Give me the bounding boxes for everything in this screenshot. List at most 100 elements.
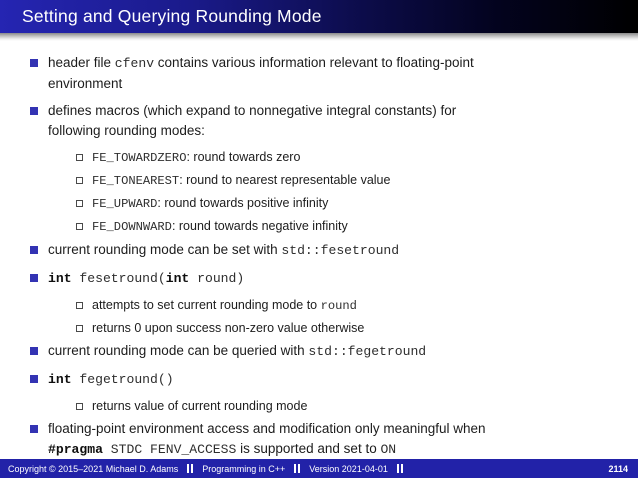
bullet-square-icon	[30, 59, 38, 67]
bullet-item: header file cfenv contains various infor…	[30, 53, 626, 94]
text-line: current rounding mode can be set with st…	[48, 240, 399, 261]
text-segment: current rounding mode can be set with	[48, 242, 282, 257]
text-segment: : round towards zero	[186, 150, 301, 164]
bullet-square-icon	[30, 347, 38, 355]
item-text: defines macros (which expand to nonnegat…	[48, 101, 456, 141]
text-segment: current rounding mode can be queried wit…	[48, 343, 309, 358]
text-line: FE_TOWARDZERO: round towards zero	[92, 148, 300, 168]
bullet-item: current rounding mode can be set with st…	[30, 240, 626, 261]
text-line: int fesetround(int round)	[48, 268, 244, 289]
subbullet-square-icon	[76, 403, 83, 410]
text-segment: returns value of current rounding mode	[92, 399, 308, 413]
slide-body: header file cfenv contains various infor…	[0, 41, 638, 460]
subbullet-square-icon	[76, 177, 83, 184]
text-line: current rounding mode can be queried wit…	[48, 341, 426, 362]
text-segment: FE_DOWNWARD	[92, 220, 172, 234]
text-segment: FE_UPWARD	[92, 197, 158, 211]
text-line: #pragma STDC FENV_ACCESS is supported an…	[48, 439, 486, 460]
text-segment: round)	[189, 271, 245, 286]
item-text: current rounding mode can be set with st…	[48, 240, 399, 261]
item-text: FE_UPWARD: round towards positive infini…	[92, 194, 328, 214]
subbullet-item: attempts to set current rounding mode to…	[76, 296, 626, 316]
text-line: attempts to set current rounding mode to…	[92, 296, 357, 316]
text-segment: header file	[48, 55, 115, 70]
text-segment: floating-point environment access and mo…	[48, 421, 486, 436]
subbullet-item: returns value of current rounding mode	[76, 397, 626, 416]
text-segment: returns 0 upon success non-zero value ot…	[92, 321, 365, 335]
text-line: returns 0 upon success non-zero value ot…	[92, 319, 364, 338]
text-line: environment	[48, 74, 474, 94]
text-segment: cfenv	[114, 56, 155, 71]
page-number: 2114	[608, 463, 628, 474]
text-segment: int	[48, 372, 72, 387]
item-text: FE_TOWARDZERO: round towards zero	[92, 148, 300, 168]
text-segment: #pragma	[48, 442, 103, 457]
text-segment: std::fesetround	[281, 243, 400, 258]
item-text: attempts to set current rounding mode to…	[92, 296, 357, 316]
text-line: floating-point environment access and mo…	[48, 419, 486, 439]
text-segment: round	[320, 299, 357, 313]
bullet-square-icon	[30, 246, 38, 254]
item-text: int fegetround()	[48, 369, 174, 390]
bullet-item: int fesetround(int round)	[30, 268, 626, 289]
double-bar-separator-icon	[396, 464, 403, 473]
text-segment: environment	[48, 76, 123, 91]
subbullet-square-icon	[76, 302, 83, 309]
item-text: floating-point environment access and mo…	[48, 419, 486, 460]
text-segment: FE_TOWARDZERO	[92, 151, 187, 165]
subbullet-square-icon	[76, 154, 83, 161]
item-text: header file cfenv contains various infor…	[48, 53, 474, 94]
text-segment: : round towards negative infinity	[171, 219, 348, 233]
text-line: following rounding modes:	[48, 121, 456, 141]
bullet-square-icon	[30, 274, 38, 282]
subbullet-square-icon	[76, 223, 83, 230]
text-segment: : round towards positive infinity	[157, 196, 329, 210]
text-segment: std::fegetround	[308, 344, 427, 359]
text-segment: int	[165, 271, 190, 286]
item-text: current rounding mode can be queried wit…	[48, 341, 426, 362]
text-segment: contains various information relevant to…	[154, 55, 474, 70]
text-line: int fegetround()	[48, 369, 174, 390]
page-title: Setting and Querying Rounding Mode	[22, 6, 322, 26]
footer-bar: Copyright © 2015–2021 Michael D. Adams P…	[0, 459, 638, 478]
text-segment: FE_TONEAREST	[92, 174, 180, 188]
text-segment: following rounding modes:	[48, 123, 205, 138]
footer-copyright: Copyright © 2015–2021 Michael D. Adams	[8, 463, 179, 474]
text-segment: fesetround(	[71, 271, 166, 286]
item-text: FE_TONEAREST: round to nearest represent…	[92, 171, 390, 191]
subbullet-square-icon	[76, 325, 83, 332]
text-line: returns value of current rounding mode	[92, 397, 307, 416]
double-bar-separator-icon	[294, 464, 301, 473]
text-segment: defines macros (which expand to nonnegat…	[48, 103, 457, 118]
text-segment: ON	[380, 442, 397, 457]
item-text: returns 0 upon success non-zero value ot…	[92, 319, 364, 338]
bullet-square-icon	[30, 375, 38, 383]
bullet-square-icon	[30, 107, 38, 115]
bullet-item: int fegetround()	[30, 369, 626, 390]
bullet-item: defines macros (which expand to nonnegat…	[30, 101, 626, 141]
text-line: FE_DOWNWARD: round towards negative infi…	[92, 217, 348, 237]
subbullet-item: FE_DOWNWARD: round towards negative infi…	[76, 217, 626, 237]
titlebar-shadow-divider	[0, 33, 638, 41]
text-segment: fegetround()	[71, 372, 174, 387]
text-segment: STDC FENV_ACCESS	[102, 442, 237, 457]
text-line: FE_UPWARD: round towards positive infini…	[92, 194, 328, 214]
subbullet-item: returns 0 upon success non-zero value ot…	[76, 319, 626, 338]
slide-title-bar: Setting and Querying Rounding Mode	[0, 0, 638, 33]
subbullet-item: FE_TONEAREST: round to nearest represent…	[76, 171, 626, 191]
text-segment: int	[48, 271, 72, 286]
text-line: FE_TONEAREST: round to nearest represent…	[92, 171, 390, 191]
item-text: FE_DOWNWARD: round towards negative infi…	[92, 217, 348, 237]
double-bar-separator-icon	[187, 464, 194, 473]
subbullet-item: FE_UPWARD: round towards positive infini…	[76, 194, 626, 214]
item-text: int fesetround(int round)	[48, 268, 244, 289]
item-text: returns value of current rounding mode	[92, 397, 307, 416]
footer-course-title: Programming in C++	[202, 463, 286, 474]
footer-version: Version 2021-04-01	[309, 463, 388, 474]
subbullet-square-icon	[76, 200, 83, 207]
bullet-item: current rounding mode can be queried wit…	[30, 341, 626, 362]
text-line: header file cfenv contains various infor…	[48, 53, 474, 74]
text-segment: : round to nearest representable value	[179, 173, 391, 187]
subbullet-item: FE_TOWARDZERO: round towards zero	[76, 148, 626, 168]
bullet-item: floating-point environment access and mo…	[30, 419, 626, 460]
